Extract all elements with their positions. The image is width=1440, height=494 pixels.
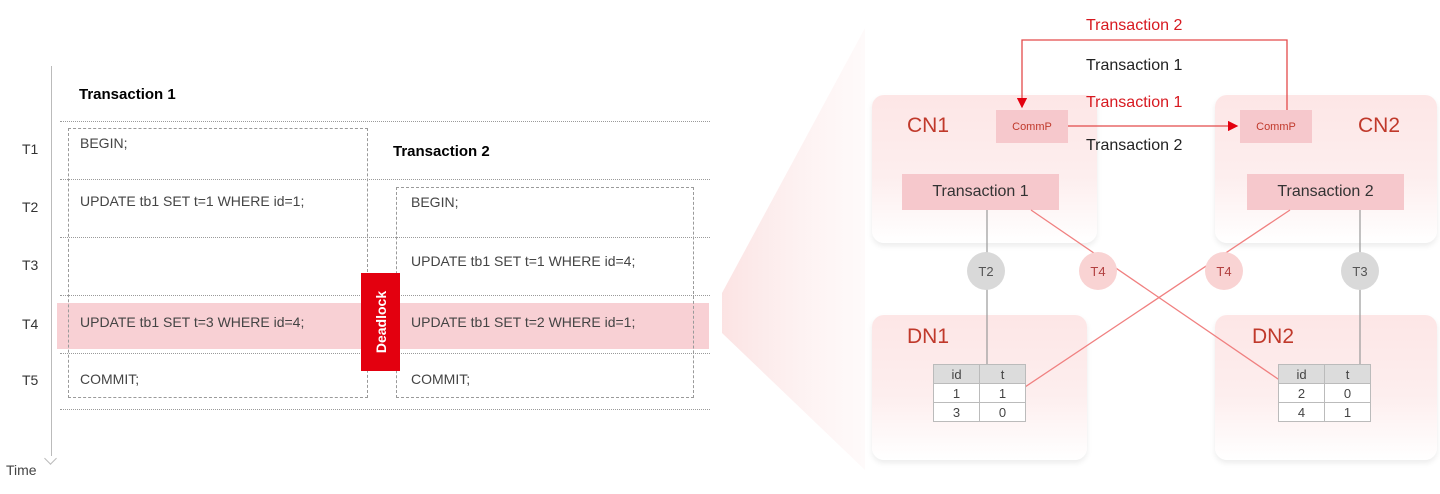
table-header: id — [1278, 364, 1325, 384]
time-step-label: T4 — [22, 316, 39, 332]
transaction-1-statement: COMMIT; — [80, 371, 140, 387]
table-cell: 4 — [1278, 402, 1325, 422]
table-cell: 1 — [1324, 402, 1371, 422]
transaction-1-title: Transaction 1 — [79, 86, 176, 103]
dn2-table: id t 2 0 4 1 — [1278, 364, 1371, 422]
table-cell: 1 — [979, 383, 1026, 403]
dn1-table: id t 1 1 3 0 — [933, 364, 1026, 422]
zoom-fan-shape — [722, 28, 865, 470]
table-cell: 0 — [1324, 383, 1371, 403]
transaction-2-statement: COMMIT; — [411, 371, 471, 387]
transaction-2-statement: UPDATE tb1 SET t=2 WHERE id=1; — [411, 314, 636, 330]
transaction-2-statement: BEGIN; — [411, 194, 459, 210]
cn1-name: CN1 — [907, 114, 950, 137]
table-row: 4 1 — [1278, 402, 1371, 422]
flow-label-mid-black: Transaction 2 — [1086, 137, 1183, 154]
table-cell: 0 — [979, 402, 1026, 422]
step-circle-t2: T2 — [967, 252, 1005, 290]
step-circle-t4: T4 — [1205, 252, 1243, 290]
table-cell: 2 — [1278, 383, 1325, 403]
deadlock-badge: Deadlock — [361, 273, 400, 371]
table-cell: 3 — [933, 402, 980, 422]
cn2-name: CN2 — [1358, 114, 1401, 137]
cn1-transaction: Transaction 1 — [902, 174, 1059, 210]
flow-label-mid-red: Transaction 1 — [1086, 94, 1183, 111]
row-divider — [60, 237, 710, 238]
table-header: t — [979, 364, 1026, 384]
transaction-1-statement: UPDATE tb1 SET t=1 WHERE id=1; — [80, 193, 305, 209]
time-step-label: T2 — [22, 199, 39, 215]
table-header: t — [1324, 364, 1371, 384]
transaction-1-box — [68, 128, 368, 398]
transaction-1-statement: BEGIN; — [80, 135, 128, 151]
row-divider — [60, 121, 710, 122]
cn2-transaction: Transaction 2 — [1247, 174, 1404, 210]
table-cell: 1 — [933, 383, 980, 403]
time-step-label: T5 — [22, 372, 39, 388]
row-divider — [60, 179, 710, 180]
transaction-2-title: Transaction 2 — [393, 143, 490, 160]
transaction-2-statement: UPDATE tb1 SET t=1 WHERE id=4; — [411, 253, 636, 269]
dn1-name: DN1 — [907, 325, 950, 348]
table-row: 2 0 — [1278, 383, 1371, 403]
time-label: Time — [6, 462, 37, 478]
row-divider — [60, 409, 710, 410]
transaction-1-statement: UPDATE tb1 SET t=3 WHERE id=4; — [80, 314, 305, 330]
cn2-commp: CommP — [1240, 110, 1312, 143]
time-step-label: T3 — [22, 257, 39, 273]
table-header: id — [933, 364, 980, 384]
flow-label-top-black: Transaction 1 — [1086, 57, 1183, 74]
time-axis — [51, 66, 52, 456]
cn1-commp: CommP — [996, 110, 1068, 143]
table-row: 1 1 — [933, 383, 1026, 403]
time-step-label: T1 — [22, 141, 39, 157]
flow-label-top-red: Transaction 2 — [1086, 17, 1183, 34]
table-row: 3 0 — [933, 402, 1026, 422]
step-circle-t4: T4 — [1079, 252, 1117, 290]
dn2-name: DN2 — [1252, 325, 1295, 348]
step-circle-t3: T3 — [1341, 252, 1379, 290]
